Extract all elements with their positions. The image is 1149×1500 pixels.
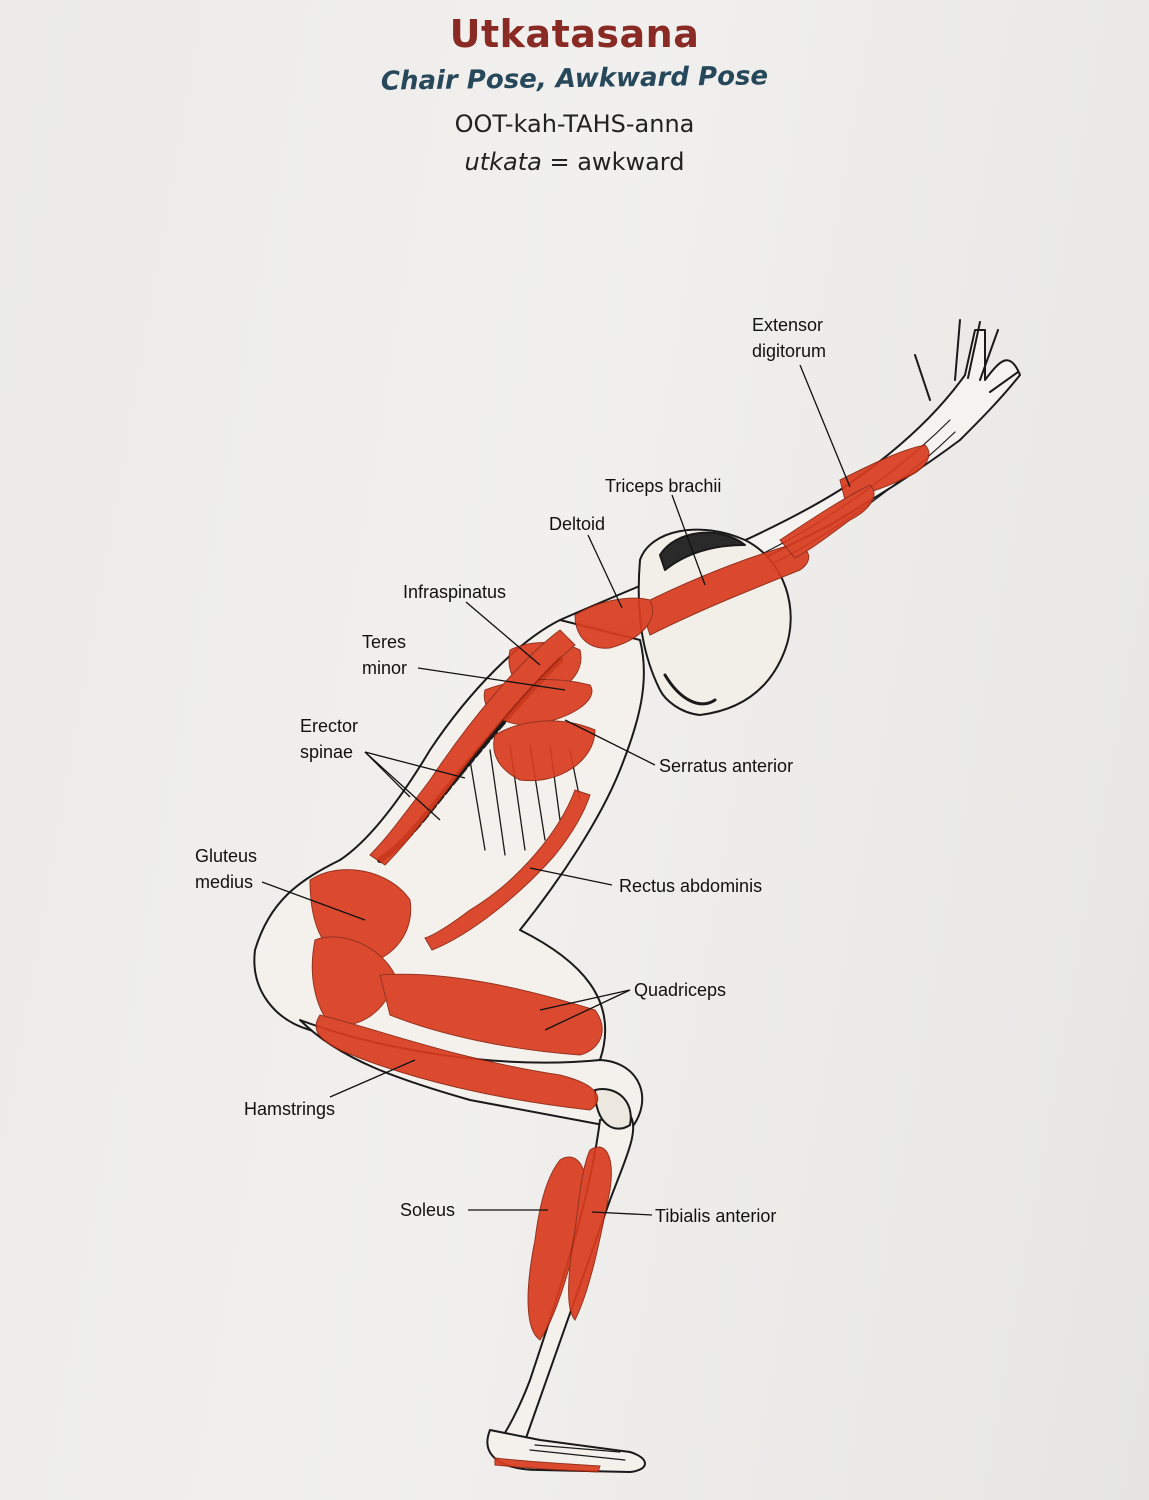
leader-teres: [417, 667, 566, 691]
label-teres-line1: Teres: [362, 632, 406, 652]
leader-lines: [261, 364, 851, 1216]
muscle-foot: [494, 1457, 601, 1473]
label-gluteus-line2: medius: [195, 872, 253, 892]
muscle-gluteus-maximus: [311, 936, 396, 1027]
label-extensor-line2: digitorum: [752, 341, 826, 361]
leader-erector-a: [364, 751, 466, 779]
pose-pronunciation: OOT-kah-TAHS-anna: [454, 110, 695, 138]
muscle-erector-spinae: [369, 629, 576, 866]
muscle-hamstrings: [315, 1014, 599, 1111]
muscle-forearm: [779, 484, 875, 559]
label-serratus: Serratus anterior: [659, 756, 793, 776]
muscle-serratus: [493, 720, 596, 782]
leader-serratus: [564, 719, 656, 766]
leader-erector-c: [364, 751, 411, 798]
label-hamstrings: Hamstrings: [244, 1099, 335, 1119]
leader-erector-b: [364, 751, 441, 821]
toe-bones: [529, 1444, 626, 1461]
leader-quad-a: [539, 989, 631, 1011]
muscle-triceps: [639, 544, 810, 636]
pose-etymology: utkata = awkward: [0, 148, 1149, 176]
leader-deltoid: [587, 534, 623, 609]
muscle-quadriceps: [379, 973, 603, 1056]
hair: [659, 531, 746, 571]
muscle-deltoid: [574, 597, 654, 649]
muscle-layer: [309, 444, 930, 1473]
leader-extensor: [799, 364, 851, 488]
label-erector-line1: Erector: [300, 716, 358, 736]
leader-hamstrings: [329, 1059, 416, 1098]
leader-rectus: [529, 867, 613, 886]
label-tibialis: Tibialis anterior: [655, 1206, 776, 1226]
label-teres-line2: minor: [362, 658, 407, 678]
leader-tibialis: [591, 1211, 653, 1216]
label-erector-line2: spinae: [300, 742, 353, 762]
leader-gluteus: [261, 881, 366, 921]
rib-cage: [469, 744, 581, 856]
hand-fingers: [914, 319, 1019, 401]
etymology-term: utkata: [464, 148, 542, 176]
etymology-definition: = awkward: [541, 148, 685, 176]
beard: [663, 673, 717, 706]
label-quadriceps: Quadriceps: [634, 980, 726, 1000]
knee-joint: [594, 1088, 632, 1130]
label-rectus: Rectus abdominis: [619, 876, 762, 896]
label-triceps: Triceps brachii: [605, 476, 721, 496]
leader-triceps: [671, 494, 706, 586]
label-soleus: Soleus: [400, 1200, 455, 1220]
pose-title: Utkatasana: [449, 12, 700, 56]
label-extensor-line1: Extensor: [752, 315, 823, 335]
label-deltoid: Deltoid: [549, 514, 605, 534]
muscle-tibialis-anterior: [568, 1146, 612, 1321]
muscle-rectus-abdominis: [424, 789, 591, 951]
leader-infraspinatus: [465, 601, 541, 666]
label-gluteus-line1: Gluteus: [195, 846, 257, 866]
arm-outline: [559, 329, 1021, 621]
leader-quad-b: [544, 989, 631, 1031]
label-infraspinatus: Infraspinatus: [403, 582, 506, 602]
